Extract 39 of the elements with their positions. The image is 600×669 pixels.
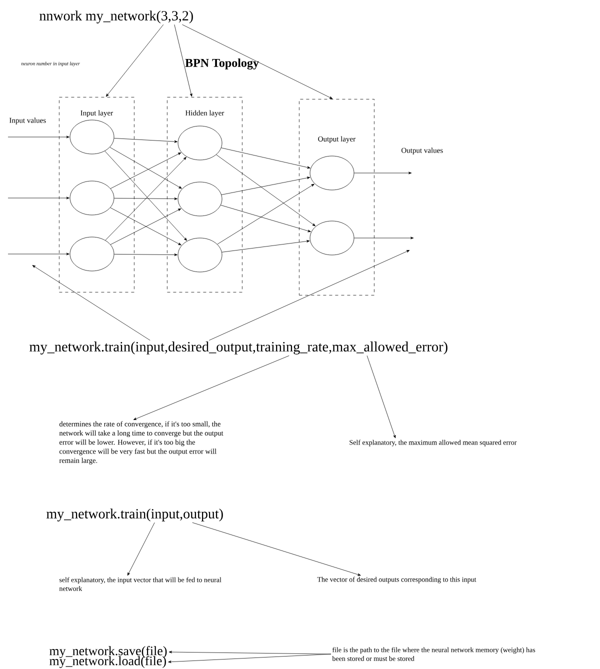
arrow bbox=[8, 136, 70, 138]
neuron-circle bbox=[178, 126, 222, 160]
arrow bbox=[221, 148, 310, 169]
arrow bbox=[8, 196, 70, 200]
code-line: my_network.train(input,desired_output,training_rate,max_allowed_error) bbox=[30, 342, 448, 354]
arrow bbox=[354, 236, 414, 240]
arrow bbox=[220, 204, 311, 232]
arrow bbox=[106, 24, 164, 97]
arrow bbox=[114, 198, 178, 200]
arrow bbox=[174, 24, 192, 97]
neuron-circle bbox=[178, 238, 222, 272]
arrow bbox=[182, 24, 333, 99]
arrow bbox=[32, 265, 150, 341]
neuron-circle bbox=[310, 156, 354, 190]
neuron-circle bbox=[70, 120, 114, 154]
neuron-circle bbox=[70, 236, 114, 272]
arrow bbox=[168, 650, 332, 654]
arrow bbox=[221, 176, 310, 195]
arrow bbox=[366, 355, 396, 438]
arrow bbox=[217, 184, 314, 244]
code-line: my_network.train(input,output) bbox=[46, 508, 223, 522]
code-line: my_network.load(file) bbox=[49, 656, 166, 668]
arrow bbox=[222, 240, 310, 252]
arrow bbox=[354, 172, 412, 174]
title: BPN Topology bbox=[185, 58, 259, 70]
arrow bbox=[133, 355, 290, 420]
arrow bbox=[192, 522, 361, 576]
arrow bbox=[208, 250, 410, 341]
arrow bbox=[216, 154, 316, 226]
arrow bbox=[114, 138, 178, 143]
code-line: nnwork my_network(3,3,2) bbox=[40, 10, 193, 24]
neuron-circle bbox=[310, 220, 354, 256]
arrow bbox=[8, 252, 70, 256]
neuron-circle bbox=[178, 182, 222, 216]
neuron-circle bbox=[70, 180, 114, 216]
arrow bbox=[168, 654, 332, 664]
code-line: my_network.save(file) bbox=[49, 646, 167, 658]
arrow bbox=[127, 522, 155, 576]
arrow bbox=[114, 254, 178, 256]
